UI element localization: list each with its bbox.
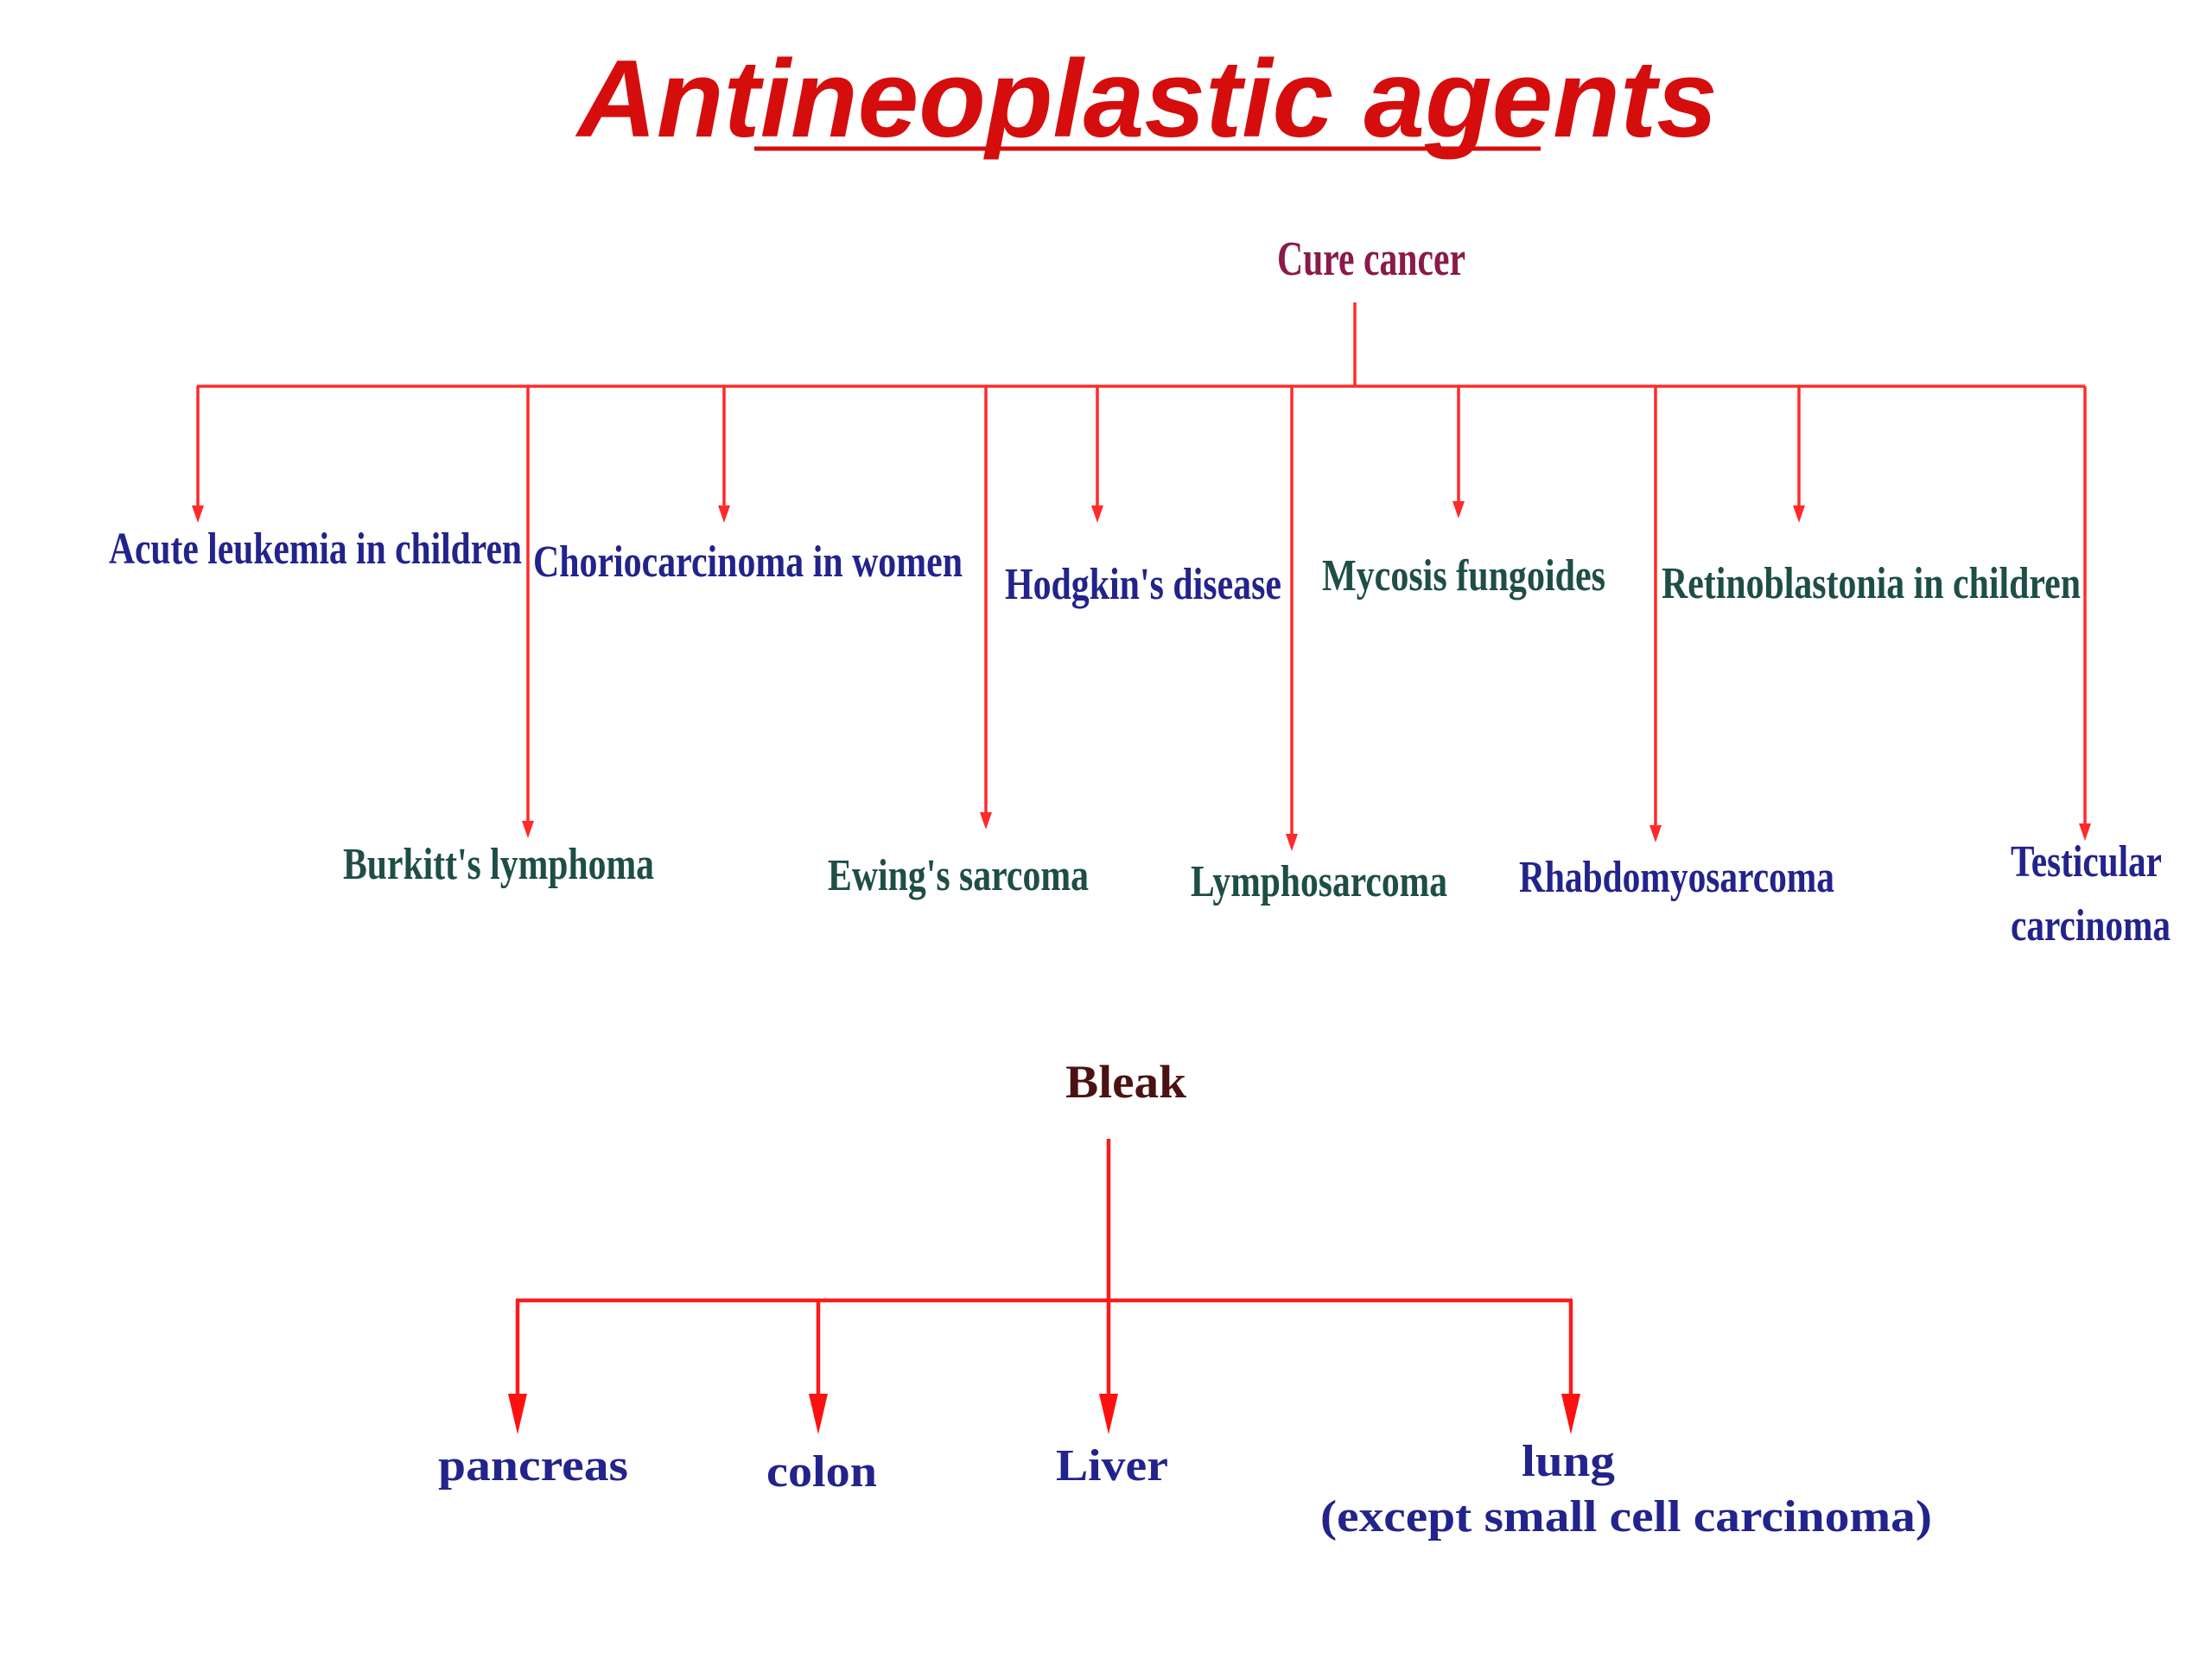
label-rhabdomyosarcoma: Rhabdomyosarcoma xyxy=(1519,853,1834,902)
bleak-label: Bleak xyxy=(1065,1056,1186,1108)
arrow-head-retino xyxy=(1793,505,1805,523)
arrow-head-ewing xyxy=(980,812,992,830)
label-hodgkins-disease: Hodgkin's disease xyxy=(1005,560,1281,609)
label-liver: Liver xyxy=(1056,1441,1168,1491)
cure-connectors xyxy=(192,302,2091,851)
arrow-head-liver xyxy=(1099,1394,1118,1434)
cure-cancer-label: Cure cancer xyxy=(1277,232,1465,286)
arrow-head-colon xyxy=(809,1394,828,1434)
label-pancreas: pancreas xyxy=(438,1441,628,1491)
bleak-connectors xyxy=(508,1139,1580,1434)
label-choriocarcinoma: Choriocarcinoma in women xyxy=(533,537,963,587)
label-mycosis-fungoides: Mycosis fungoides xyxy=(1322,551,1605,601)
page-title: Antineoplastic agents xyxy=(575,37,1718,160)
label-testicular: Testicular xyxy=(2011,837,2162,887)
arrow-head-hodgkin xyxy=(1091,505,1103,523)
arrow-head-burkitt xyxy=(522,821,534,838)
arrow-head-lung xyxy=(1561,1394,1580,1434)
arrow-head-mycosis xyxy=(1452,501,1465,518)
label-lung: lung xyxy=(1522,1437,1615,1486)
label-ewings-sarcoma: Ewing's sarcoma xyxy=(828,851,1089,900)
arrow-head-testicular xyxy=(2079,823,2091,841)
label-except-small-cell: (except small cell carcinoma) xyxy=(1320,1492,1932,1541)
arrow-head-lympho xyxy=(1286,834,1298,851)
arrow-head-rhabdo xyxy=(1649,825,1662,842)
label-retinoblastonia: Retinoblastonia in children xyxy=(1662,559,2081,608)
label-carcinoma: carcinoma xyxy=(2011,901,2171,950)
arrow-head-chorio xyxy=(718,505,730,523)
arrow-head-acute xyxy=(192,505,204,523)
label-acute-leukemia: Acute leukemia in children xyxy=(109,524,522,574)
label-lymphosarcoma: Lymphosarcoma xyxy=(1191,857,1447,906)
arrow-head-pancreas xyxy=(508,1394,527,1434)
label-burkitts-lymphoma: Burkitt's lymphoma xyxy=(343,840,654,889)
label-colon: colon xyxy=(766,1447,877,1497)
